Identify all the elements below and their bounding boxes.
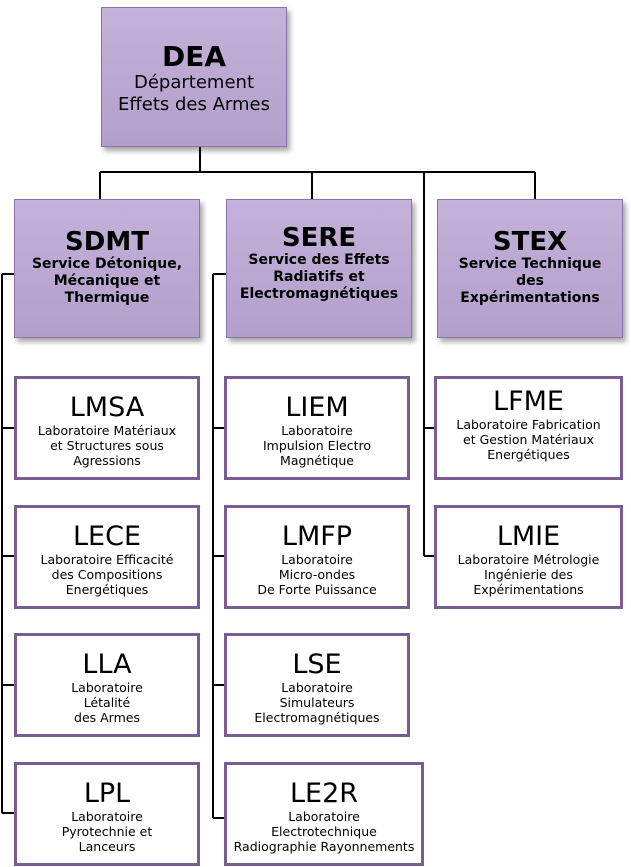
node-lmfp-desc: Laboratoire Micro-ondes De Forte Puissan…: [257, 552, 377, 597]
node-lpl-abbr: LPL: [83, 778, 131, 809]
node-lla-abbr: LLA: [82, 649, 132, 680]
node-lpl-desc: Laboratoire Pyrotechnie et Lanceurs: [61, 809, 153, 854]
node-stex-desc: Service Technique des Expérimentations: [458, 256, 602, 306]
node-dea: DEA Département Effets des Armes: [101, 7, 287, 147]
node-lse-abbr: LSE: [292, 649, 342, 680]
node-lfme-desc: Laboratoire Fabrication et Gestion Matér…: [456, 417, 601, 462]
node-sdmt-desc: Service Détonique, Mécanique et Thermiqu…: [31, 256, 183, 306]
node-liem-abbr: LIEM: [285, 392, 349, 423]
node-lse: LSE Laboratoire Simulateurs Electromagné…: [224, 633, 410, 737]
node-lla: LLA Laboratoire Létalité des Armes: [14, 633, 200, 737]
node-lmie-desc: Laboratoire Métrologie Ingénierie des Ex…: [457, 552, 600, 597]
node-lmsa: LMSA Laboratoire Matériaux et Structures…: [14, 376, 200, 480]
node-dea-desc: Département Effets des Armes: [118, 72, 270, 115]
node-lse-desc: Laboratoire Simulateurs Electromagnétiqu…: [254, 680, 380, 725]
node-stex: STEX Service Technique des Expérimentati…: [437, 199, 623, 338]
node-sere-desc: Service des Effets Radiatifs et Electrom…: [239, 252, 399, 302]
node-sdmt-abbr: SDMT: [65, 227, 149, 257]
node-lmsa-desc: Laboratoire Matériaux et Structures sous…: [37, 423, 177, 468]
node-lece: LECE Laboratoire Efficacité des Composit…: [14, 505, 200, 609]
node-lfme-abbr: LFME: [493, 386, 564, 417]
node-lmfp: LMFP Laboratoire Micro-ondes De Forte Pu…: [224, 505, 410, 609]
node-sere-abbr: SERE: [281, 223, 357, 253]
node-lmfp-abbr: LMFP: [281, 521, 353, 552]
node-liem-desc: Laboratoire Impulsion Electro Magnétique: [262, 423, 372, 468]
node-le2r: LE2R Laboratoire Electrotechnique Radiog…: [224, 762, 424, 866]
node-dea-abbr: DEA: [161, 40, 227, 73]
node-le2r-desc: Laboratoire Electrotechnique Radiographi…: [233, 809, 415, 854]
node-lla-desc: Laboratoire Létalité des Armes: [71, 680, 143, 725]
node-liem: LIEM Laboratoire Impulsion Electro Magné…: [224, 376, 410, 480]
node-lece-desc: Laboratoire Efficacité des Compositions …: [40, 552, 174, 597]
node-lmie-abbr: LMIE: [496, 521, 561, 552]
node-lfme: LFME Laboratoire Fabrication et Gestion …: [434, 376, 623, 480]
node-lmie: LMIE Laboratoire Métrologie Ingénierie d…: [434, 505, 623, 609]
node-stex-abbr: STEX: [492, 227, 568, 257]
node-lmsa-abbr: LMSA: [69, 392, 145, 423]
node-lpl: LPL Laboratoire Pyrotechnie et Lanceurs: [14, 762, 200, 866]
node-sere: SERE Service des Effets Radiatifs et Ele…: [226, 199, 412, 338]
node-lece-abbr: LECE: [72, 521, 141, 552]
node-sdmt: SDMT Service Détonique, Mécanique et The…: [14, 199, 200, 338]
node-le2r-abbr: LE2R: [289, 778, 359, 809]
